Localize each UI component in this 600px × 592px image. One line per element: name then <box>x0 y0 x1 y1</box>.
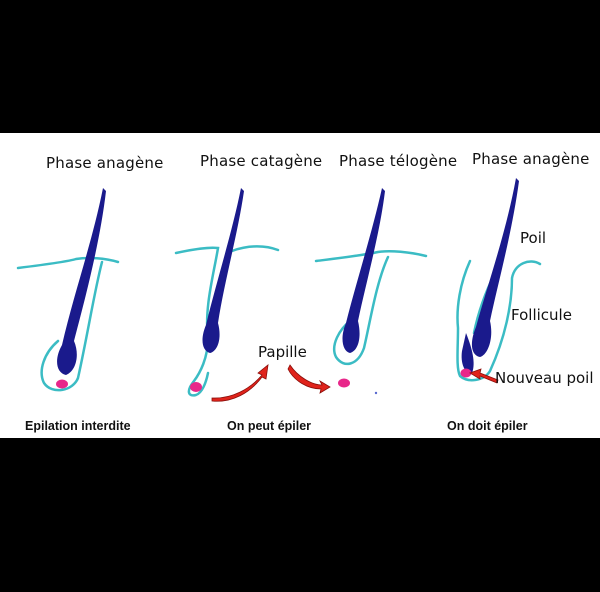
caption-on-peut-epiler: On peut épiler <box>227 419 312 433</box>
papilla-4 <box>460 368 472 378</box>
caption-on-doit-epiler: On doit épiler <box>447 419 528 433</box>
diagram-panel: Phase anagène Phase catagène Phase télog… <box>0 133 600 438</box>
anagen-hair-2 <box>456 178 542 382</box>
papilla-2 <box>190 382 202 392</box>
anagen-hair-1 <box>16 188 120 392</box>
follicle-outline-3 <box>314 249 428 366</box>
hair-shaft-2 <box>202 188 244 353</box>
label-papille: Papille <box>258 343 307 361</box>
hair-shaft-1 <box>57 188 106 375</box>
label-follicule: Follicule <box>511 306 572 324</box>
papilla-1 <box>56 379 68 389</box>
new-hair <box>461 333 474 374</box>
caption-epilation-interdite: Epilation interdite <box>25 419 131 433</box>
phase-title-1: Phase anagène <box>46 154 164 172</box>
catagen-hair <box>174 188 280 397</box>
papille-arrow-left <box>211 364 269 402</box>
arrows <box>211 364 499 402</box>
phase-title-4: Phase anagène <box>472 150 590 168</box>
label-poil: Poil <box>520 229 547 247</box>
hair-shaft-3 <box>342 188 385 353</box>
hair-cycle-illustration <box>16 178 542 402</box>
phase-title-3: Phase télogène <box>339 152 458 170</box>
papille-arrow-right <box>287 364 331 394</box>
nouveau-poil-arrow <box>469 368 499 384</box>
papilla-3 <box>338 378 350 388</box>
hair-shaft-4 <box>471 178 519 357</box>
label-nouveau-poil: Nouveau poil <box>495 369 594 387</box>
phase-title-2: Phase catagène <box>200 152 323 170</box>
follicle-outline-1 <box>16 256 120 392</box>
follicle-outline-2 <box>174 245 280 397</box>
telogen-hair <box>314 188 428 395</box>
